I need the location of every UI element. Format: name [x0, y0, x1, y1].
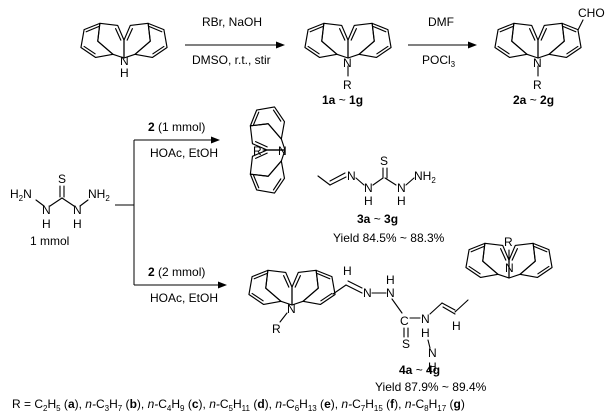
svg-text:H: H — [452, 319, 461, 333]
product4-structure: N R H N N H C S N H N H H R N — [248, 235, 553, 374]
upper-branch-conditions: HOAc, EtOH — [150, 146, 218, 160]
lower-branch-reagent: 2 (2 mmol) — [148, 265, 205, 279]
svg-text:H: H — [42, 217, 51, 231]
svg-text:R: R — [504, 235, 513, 249]
svg-text:N: N — [287, 302, 296, 316]
svg-text:NH2: NH2 — [414, 169, 436, 185]
svg-text:N: N — [278, 144, 287, 158]
svg-text:C: C — [400, 314, 409, 328]
thiocarbohydrazide-amount: 1 mmol — [30, 234, 69, 248]
svg-text:R: R — [253, 144, 262, 158]
svg-text:N: N — [421, 312, 430, 326]
svg-text:H: H — [397, 194, 406, 208]
intermediate2-n-label: N — [533, 56, 542, 70]
product3-label: 3a ~ 3g — [357, 212, 398, 226]
upper-branch-reagent: 2 (1 mmol) — [148, 120, 205, 134]
svg-text:N: N — [347, 169, 356, 183]
product3-structure: R N N N H S N H NH2 — [249, 106, 436, 208]
intermediate2-structure — [494, 22, 582, 59]
svg-text:NH2: NH2 — [88, 187, 110, 203]
carbazole-n-label: N — [120, 54, 129, 68]
svg-text:S: S — [402, 337, 410, 351]
thiocarbohydrazide-structure: S H2N N H N H NH2 — [10, 172, 110, 231]
svg-text:N: N — [363, 286, 372, 300]
svg-text:H: H — [364, 194, 373, 208]
intermediate2-r-label: R — [533, 78, 542, 92]
svg-text:N: N — [386, 286, 395, 300]
svg-text:R: R — [272, 322, 281, 336]
svg-text:N: N — [505, 261, 514, 275]
svg-text:H: H — [428, 360, 437, 374]
svg-text:H: H — [343, 264, 352, 278]
step2-reagent: DMF — [428, 15, 454, 29]
intermediate1-label: 1a ~ 1g — [322, 93, 363, 107]
intermediate1-structure — [304, 22, 392, 59]
intermediate1-r-label: R — [343, 78, 352, 92]
intermediate2-cho-label: CHO — [578, 6, 605, 20]
carbazole-structure — [80, 22, 168, 59]
step1-reagent: RBr, NaOH — [202, 15, 262, 29]
product4-yield: Yield 87.9% ~ 89.4% — [375, 380, 487, 394]
svg-text:N: N — [397, 181, 406, 195]
product4-label: 4a ~ 4g — [399, 363, 440, 377]
svg-text:H: H — [73, 217, 82, 231]
svg-text:S: S — [380, 154, 388, 168]
svg-text:S: S — [58, 172, 66, 186]
step2-conditions: POCl3 — [422, 53, 456, 69]
product3-yield: Yield 84.5% ~ 88.3% — [333, 231, 445, 245]
svg-text:N: N — [73, 203, 82, 217]
svg-text:H2N: H2N — [10, 187, 32, 203]
lower-branch-conditions: HOAc, EtOH — [150, 291, 218, 305]
intermediate2-label: 2a ~ 2g — [513, 93, 554, 107]
svg-text:H: H — [421, 326, 430, 340]
svg-text:N: N — [364, 181, 373, 195]
svg-text:N: N — [42, 203, 51, 217]
intermediate1-n-label: N — [343, 56, 352, 70]
svg-text:H: H — [386, 273, 395, 287]
step1-conditions: DMSO, r.t., stir — [192, 53, 271, 67]
r-group-legend: R = C2H5 (a), n-C3H7 (b), n-C4H9 (c), n-… — [12, 397, 465, 413]
svg-text:N: N — [428, 346, 437, 360]
carbazole-h-label: H — [120, 66, 129, 80]
